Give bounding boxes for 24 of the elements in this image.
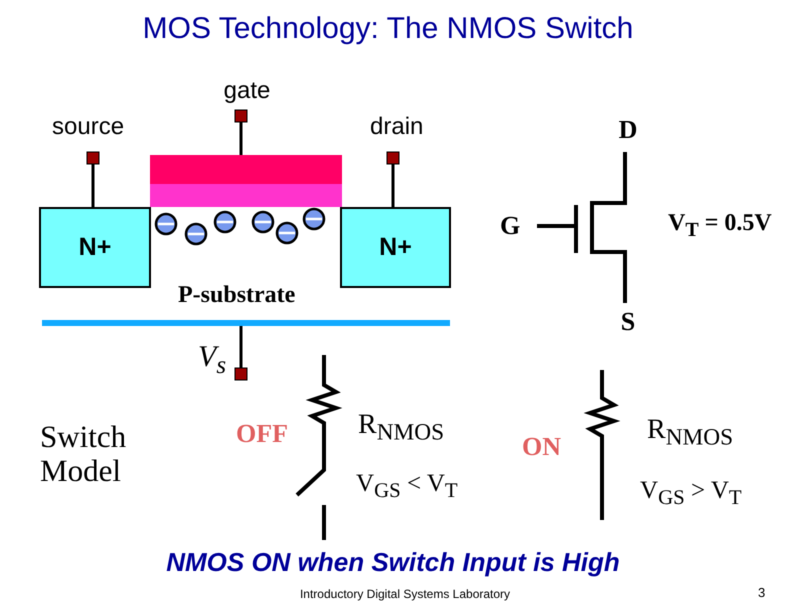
threshold-voltage-label: V$_{T}$ = 0.5V [668,210,772,241]
resistance-label: R$_{NMOS}$ [358,410,444,446]
terminal-label: gate [224,78,270,104]
condition-label: V$_{GS}$ < V$_{T}$ [356,470,458,502]
section-label: Switch Model [40,420,128,488]
resistance-label: R$_{NMOS}$ [647,415,734,452]
terminal-label: D [618,116,638,145]
terminal-label: drain [370,114,424,140]
footer-text: Introductory Digital Systems Laboratory [300,588,510,602]
condition-label: V$_{GS}$ > V$_{T}$ [640,477,742,509]
terminal-label: G [500,212,520,241]
n-plus-region [39,207,151,288]
n-plus-region [340,207,451,288]
page-number: 3 [758,586,766,600]
terminal-label: source [52,114,124,140]
substrate-label: P-substrate [178,282,296,308]
region-label: N+ [379,233,412,262]
state-label: ON [522,433,561,462]
slide-title: MOS Technology: The NMOS Switch [142,12,634,45]
region-label: N+ [78,233,112,262]
state-label: OFF [236,420,288,449]
terminal-label: S [620,308,636,337]
slide-caption: NMOS ON when Switch Input is High [166,548,620,577]
voltage-label: V$_{s}$ [198,340,226,380]
